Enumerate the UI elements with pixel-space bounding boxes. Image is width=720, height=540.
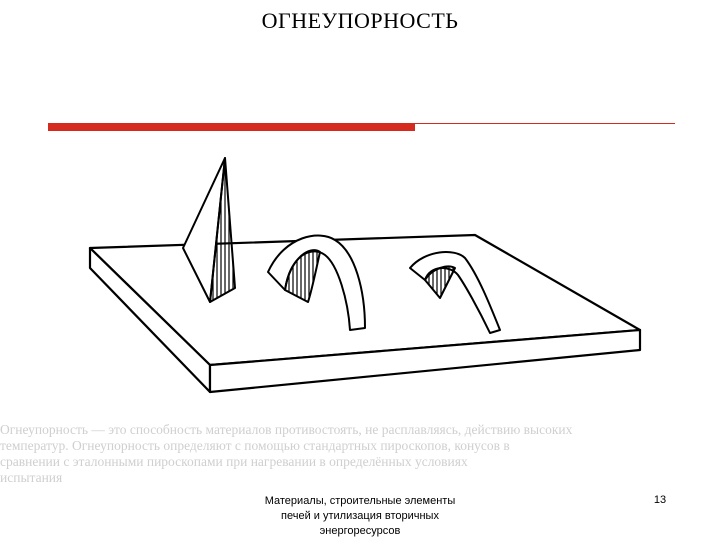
faded-text-line: сравнении с эталонными пироскопами при н… [0, 454, 468, 469]
faded-text-line: температур. Огнеупорность определяют с п… [0, 438, 510, 453]
page-number: 13 [653, 494, 667, 506]
faded-text-line: испытания [0, 470, 63, 485]
title-accent-bar [48, 123, 415, 131]
slide-title: ОГНЕУПОРНОСТЬ [261, 8, 459, 33]
pyrometric-cones-illustration-icon [88, 157, 642, 394]
title-accent-line [415, 123, 675, 124]
footer-caption: Материалы, строительные элементы печей и… [264, 495, 456, 537]
faded-body-text: Огнеупорность — это способность материал… [0, 422, 720, 486]
faded-text-line: Огнеупорность — это способность материал… [0, 422, 573, 437]
